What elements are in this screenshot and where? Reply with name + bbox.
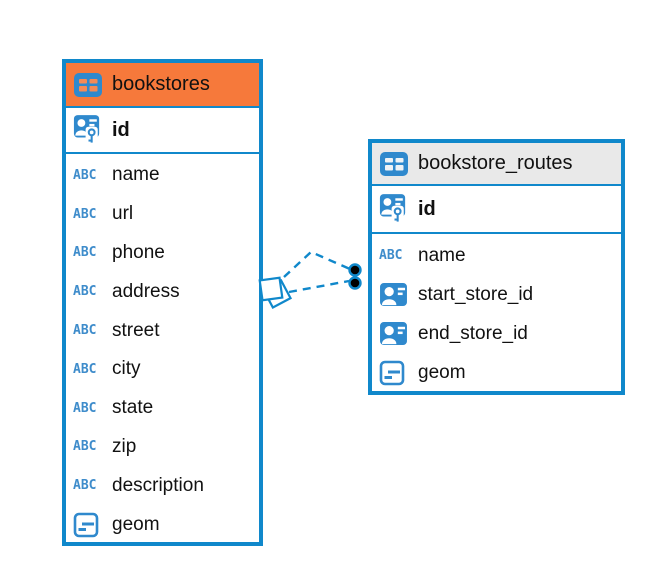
column-label: id (112, 118, 130, 141)
text-type-icon: ABC (73, 245, 97, 261)
column-list: ABC name ABC url ABC phone ABC address A… (66, 154, 259, 546)
column-label: state (112, 397, 154, 419)
column-label: address (112, 280, 180, 302)
column-label: name (112, 164, 160, 186)
text-type-icon: ABC (73, 478, 97, 494)
table-grid-icon (379, 151, 410, 177)
note-icon (73, 512, 104, 538)
column-row[interactable]: ABC name (66, 156, 259, 195)
column-row[interactable]: ABC street (66, 311, 259, 350)
column-label: city (112, 358, 141, 380)
column-label: description (112, 474, 204, 496)
column-label: start_store_id (418, 283, 534, 305)
relationship-diamond-end[interactable] (258, 276, 293, 310)
table-title: bookstore_routes (418, 152, 573, 174)
text-type-icon: ABC (73, 206, 97, 222)
column-label: geom (112, 513, 160, 535)
person-key-icon (73, 114, 104, 146)
column-label: phone (112, 241, 165, 263)
column-row[interactable]: start_store_id (372, 275, 621, 314)
column-label: id (418, 197, 436, 220)
text-type-icon: ABC (73, 400, 97, 416)
table-title: bookstores (112, 73, 210, 95)
column-row[interactable]: geom (372, 353, 621, 392)
person-card-icon (379, 321, 410, 346)
column-label: end_store_id (418, 322, 528, 344)
column-row[interactable]: ABC url (66, 195, 259, 234)
table-bookstore-routes-header[interactable]: bookstore_routes (372, 143, 621, 186)
column-row[interactable]: ABC zip (66, 428, 259, 467)
table-bookstore-routes[interactable]: bookstore_routes id ABC name start_store… (368, 139, 625, 395)
column-label: zip (112, 435, 137, 457)
column-row[interactable]: ABC state (66, 389, 259, 428)
table-bookstores[interactable]: bookstores id ABC name ABC url ABC phone… (62, 59, 263, 546)
column-list: ABC name start_store_id end_store_id ge (372, 234, 621, 394)
column-row[interactable]: ABC name (372, 236, 621, 275)
column-label: street (112, 319, 160, 341)
column-row[interactable]: ABC address (66, 272, 259, 311)
person-key-icon (379, 193, 410, 225)
person-card-icon (379, 282, 410, 307)
relationship-connector[interactable] (258, 250, 362, 310)
column-row-pk[interactable]: id (372, 186, 621, 234)
text-type-icon: ABC (379, 248, 403, 263)
table-grid-icon (73, 72, 104, 98)
column-row[interactable]: ABC description (66, 466, 259, 505)
table-bookstores-header[interactable]: bookstores (66, 63, 259, 108)
text-type-icon: ABC (73, 439, 97, 455)
text-type-icon: ABC (73, 361, 97, 377)
relationship-dot-end[interactable] (348, 263, 362, 277)
column-label: name (418, 244, 466, 266)
column-label: url (112, 203, 134, 225)
column-row[interactable]: geom (66, 505, 259, 544)
relationship-line[interactable] (283, 250, 351, 278)
relationship-dot-end[interactable] (348, 276, 362, 290)
column-row[interactable]: ABC city (66, 350, 259, 389)
text-type-icon: ABC (73, 323, 97, 339)
text-type-icon: ABC (73, 284, 97, 300)
column-row[interactable]: ABC phone (66, 234, 259, 273)
column-row-pk[interactable]: id (66, 108, 259, 154)
note-icon (379, 360, 410, 386)
column-label: geom (418, 361, 466, 383)
relationship-line[interactable] (288, 279, 350, 294)
column-row[interactable]: end_store_id (372, 314, 621, 353)
text-type-icon: ABC (73, 167, 97, 183)
